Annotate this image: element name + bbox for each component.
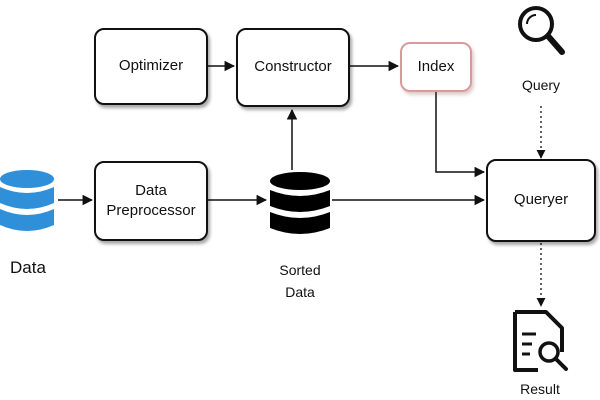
queryer-box: Queryer: [486, 159, 596, 242]
data-preprocessor-box: Data Preprocessor: [94, 161, 208, 241]
constructor-box: Constructor: [236, 28, 350, 107]
query-label: Query: [521, 77, 561, 93]
sorted-data-label-line2: Data: [285, 283, 315, 300]
optimizer-box: Optimizer: [94, 28, 208, 105]
sorted-data-label: Sorted Data: [262, 260, 338, 303]
sorted-data-label-line1: Sorted: [279, 262, 321, 278]
data-preprocessor-label-line1: Data: [135, 181, 167, 199]
index-box: Index: [400, 42, 472, 92]
data-label: Data: [10, 258, 46, 277]
constructor-label: Constructor: [254, 58, 332, 76]
optimizer-label: Optimizer: [118, 57, 184, 75]
edge-index-to-queryer: [435, 92, 486, 178]
index-label: Index: [417, 57, 455, 75]
result-label: Result: [520, 381, 560, 397]
queryer-label: Queryer: [513, 191, 569, 209]
data-preprocessor-label-line2: Preprocessor: [106, 202, 196, 219]
